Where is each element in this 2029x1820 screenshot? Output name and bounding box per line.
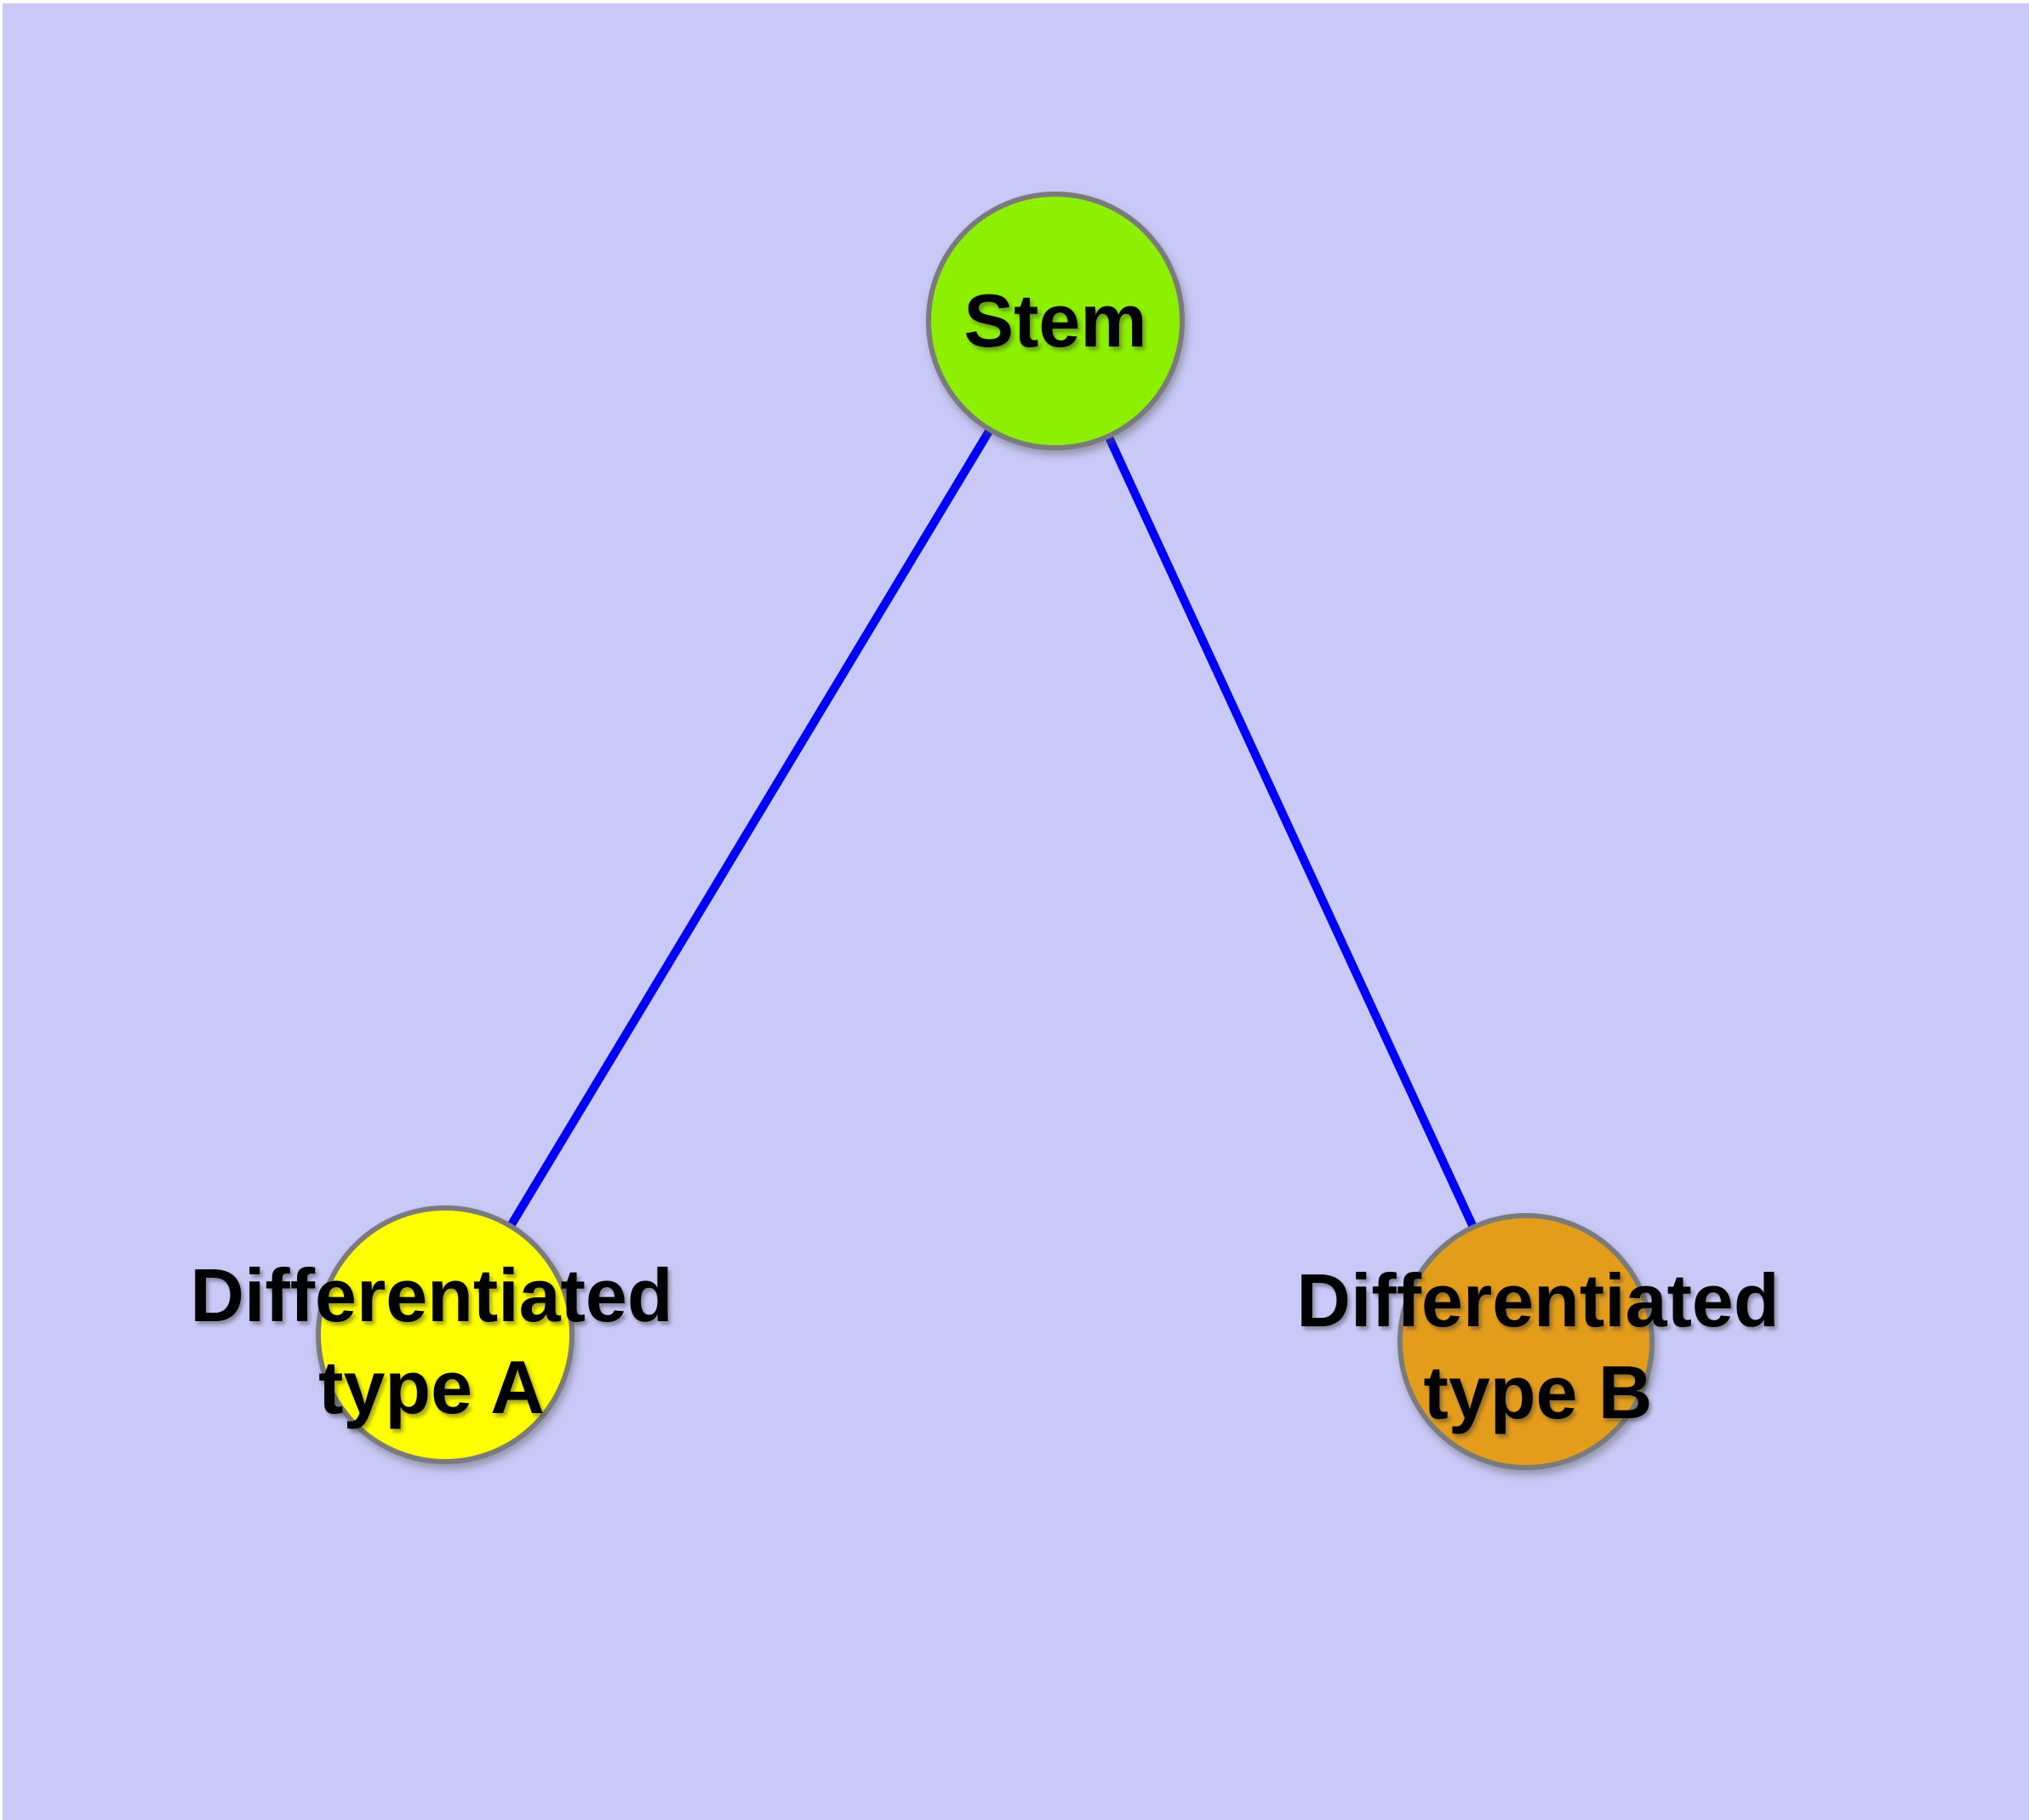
node-type-b-circle (1397, 1213, 1655, 1470)
edge-stem-to-type-a (441, 318, 1060, 1337)
node-stem-circle (926, 192, 1185, 450)
edge-stem-to-type-b (1051, 318, 1530, 1344)
edges-layer (441, 318, 1530, 1344)
node-type-a-circle (316, 1205, 574, 1464)
diagram-canvas: Stem Differentiated type A Differentiate… (3, 3, 2029, 1820)
